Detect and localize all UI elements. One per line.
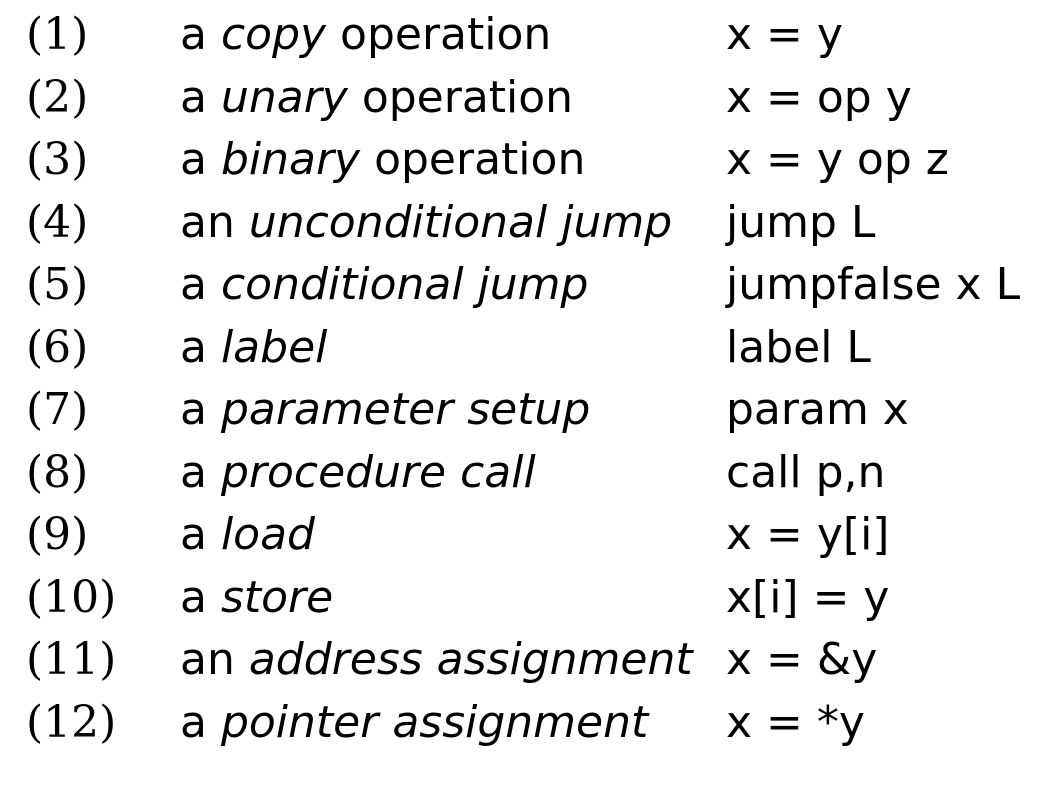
instruction-row: (9) a load x = y[i]	[0, 504, 1051, 566]
row-description: an unconditional jump	[180, 192, 672, 254]
row-description: a load	[180, 504, 315, 566]
row-number: (10)	[26, 571, 117, 623]
description-term: pointer assignment	[220, 696, 649, 748]
description-term: address assignment	[248, 634, 693, 685]
description-suffix: operation	[326, 9, 552, 60]
row-code: x[i] = y	[726, 571, 890, 623]
description-term: unary	[220, 71, 348, 123]
description-article: a	[180, 384, 221, 435]
description-article: a	[180, 696, 221, 748]
row-number: (9)	[26, 509, 89, 560]
description-term: parameter setup	[220, 384, 591, 435]
row-code: x = y[i]	[726, 509, 890, 560]
row-code: jumpfalse x L	[726, 259, 1021, 310]
row-code: x = y	[726, 9, 843, 60]
description-term: label	[220, 321, 328, 373]
description-suffix: operation	[347, 71, 574, 123]
row-code: x = &y	[726, 634, 878, 685]
description-article: a	[180, 446, 221, 498]
description-article: a	[180, 134, 221, 185]
row-number: (5)	[26, 259, 89, 310]
instruction-row: (1) a copy operation x = y	[0, 4, 1051, 66]
row-description: a pointer assignment	[180, 692, 648, 754]
description-article: an	[180, 634, 249, 685]
instruction-row: (4) an unconditional jump jump L	[0, 192, 1051, 254]
row-code: jump L	[726, 196, 876, 248]
row-code: x = *y	[726, 696, 865, 748]
description-term: unconditional jump	[248, 196, 673, 248]
description-article: an	[180, 196, 249, 248]
instruction-row: (11) an address assignment x = &y	[0, 629, 1051, 691]
row-number: (3)	[26, 134, 89, 185]
row-number: (4)	[26, 196, 89, 248]
row-description: an address assignment	[180, 629, 693, 691]
row-description: a parameter setup	[180, 379, 590, 441]
description-term: load	[220, 509, 315, 560]
row-description: a conditional jump	[180, 254, 588, 316]
instruction-row: (3) a binary operation x = y op z	[0, 129, 1051, 191]
description-article: a	[180, 571, 221, 623]
row-number: (11)	[26, 634, 117, 685]
row-code: label L	[726, 321, 871, 373]
row-description: a copy operation	[180, 4, 551, 66]
row-description: a unary operation	[180, 67, 573, 129]
description-article: a	[180, 321, 221, 373]
description-article: a	[180, 71, 221, 123]
row-description: a procedure call	[180, 442, 536, 504]
description-article: a	[180, 9, 221, 60]
description-article: a	[180, 259, 221, 310]
instruction-row: (10) a store x[i] = y	[0, 567, 1051, 629]
row-number: (12)	[26, 696, 117, 748]
description-suffix: operation	[360, 134, 586, 185]
row-code: x = y op z	[726, 134, 949, 185]
row-number: (2)	[26, 71, 89, 123]
row-number: (7)	[26, 384, 89, 435]
row-code: x = op y	[726, 71, 912, 123]
row-description: a binary operation	[180, 129, 585, 191]
instruction-row: (12) a pointer assignment x = *y	[0, 692, 1051, 754]
description-term: conditional jump	[220, 259, 589, 310]
description-term: store	[220, 571, 334, 623]
row-code: param x	[726, 384, 909, 435]
instruction-row: (6) a label label L	[0, 317, 1051, 379]
row-description: a label	[180, 317, 327, 379]
description-term: copy	[220, 9, 327, 60]
instruction-row: (7) a parameter setup param x	[0, 379, 1051, 441]
row-number: (1)	[26, 9, 89, 60]
instruction-row: (5) a conditional jump jumpfalse x L	[0, 254, 1051, 316]
description-article: a	[180, 509, 221, 560]
instruction-row: (8) a procedure call call p,n	[0, 442, 1051, 504]
row-description: a store	[180, 567, 333, 629]
row-number: (6)	[26, 321, 89, 373]
description-term: procedure call	[220, 446, 536, 498]
row-number: (8)	[26, 446, 89, 498]
instruction-row: (2) a unary operation x = op y	[0, 67, 1051, 129]
description-term: binary	[220, 134, 361, 185]
row-code: call p,n	[726, 446, 886, 498]
